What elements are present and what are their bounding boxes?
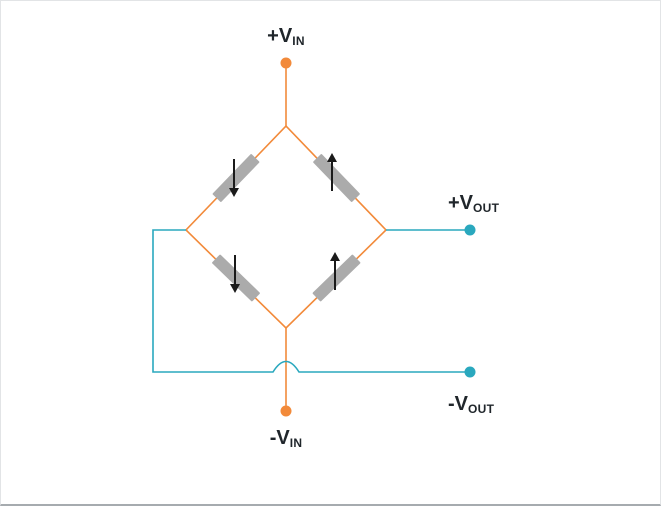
vout-positive-label-sub: OUT — [473, 201, 500, 215]
vout-negative-label-main: -V — [448, 393, 468, 415]
strain-arrow-bottom-left-icon — [230, 255, 240, 293]
strain-gauge-bottom-left — [212, 254, 260, 302]
strain-arrow-top-left-icon — [229, 159, 239, 197]
bridge-diamond — [184, 124, 388, 330]
vin-positive-label: +VIN — [267, 25, 305, 48]
vout-positive-label: +VOUT — [448, 192, 499, 215]
vout-positive-label-main: +V — [448, 192, 474, 214]
vout-negative-label: -VOUT — [448, 393, 494, 416]
vin-negative-label-main: -V — [269, 427, 290, 449]
vout-negative-label-sub: OUT — [468, 402, 495, 416]
strain-gauge-top-left — [212, 154, 260, 202]
vin-positive-label-main: +V — [267, 25, 293, 47]
vin-negative-label: -VIN — [270, 427, 303, 450]
strain-arrow-bottom-right-icon — [330, 252, 340, 290]
vout-positive-terminal — [464, 224, 476, 236]
strain-gauge-bottom-right — [312, 254, 361, 302]
strain-gauge-top-right — [313, 154, 360, 202]
vin-negative-terminal — [280, 405, 292, 417]
vin-negative-label-sub: IN — [289, 436, 303, 450]
vin-positive-terminal — [280, 57, 292, 69]
vin-positive-label-sub: IN — [292, 34, 305, 48]
vout-negative-terminal — [464, 366, 476, 378]
strain-arrow-top-right-icon — [327, 153, 337, 191]
vout-negative-wire — [152, 229, 465, 373]
